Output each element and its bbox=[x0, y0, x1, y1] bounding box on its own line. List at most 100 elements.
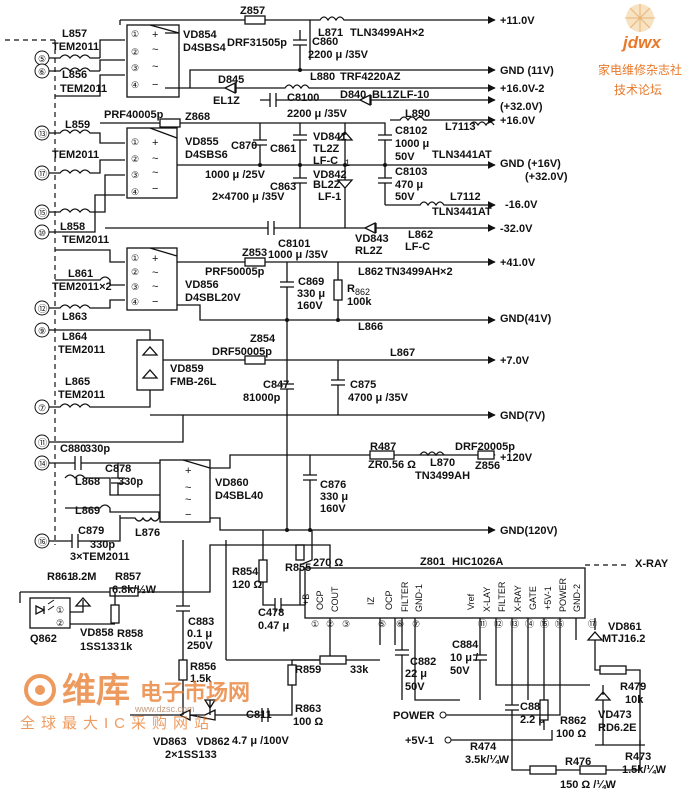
svg-text:TEM2011: TEM2011 bbox=[52, 149, 99, 161]
svg-text:⑩: ⑩ bbox=[38, 228, 46, 238]
svg-text:+B: +B bbox=[301, 594, 311, 605]
svg-text:VD841: VD841 bbox=[313, 131, 347, 143]
svg-text:8.2M: 8.2M bbox=[72, 571, 96, 583]
svg-text:家电维修杂志社: 家电维修杂志社 bbox=[598, 62, 682, 77]
svg-text:330 μ: 330 μ bbox=[320, 491, 348, 503]
pin-12: ⑫ bbox=[34, 300, 50, 316]
svg-text:③: ③ bbox=[131, 63, 139, 73]
svg-text:C869: C869 bbox=[298, 276, 324, 288]
svg-text:+41.0V: +41.0V bbox=[500, 257, 536, 269]
svg-text:470 μ: 470 μ bbox=[395, 179, 423, 191]
pin-10: ⑩ bbox=[34, 224, 50, 240]
svg-text:~: ~ bbox=[152, 153, 158, 165]
svg-text:X-RAY: X-RAY bbox=[635, 558, 669, 570]
svg-text:C478: C478 bbox=[258, 607, 284, 619]
svg-text:R479: R479 bbox=[620, 681, 646, 693]
svg-text:IZ: IZ bbox=[366, 596, 376, 605]
svg-text:VD856: VD856 bbox=[185, 279, 219, 291]
svg-text:④: ④ bbox=[131, 187, 139, 197]
svg-text:D4SBL40: D4SBL40 bbox=[215, 490, 263, 502]
svg-text:C8100: C8100 bbox=[287, 92, 319, 104]
svg-text:D840: D840 bbox=[340, 89, 366, 101]
svg-text:C847: C847 bbox=[263, 379, 289, 391]
svg-text:C8103: C8103 bbox=[395, 166, 427, 178]
svg-text:C861: C861 bbox=[270, 143, 296, 155]
section-16-32v: D845 EL1Z L880 TRF4220AZ +16.0V-2 C8100 … bbox=[49, 71, 568, 261]
svg-text:C870: C870 bbox=[231, 140, 257, 152]
svg-text:C883: C883 bbox=[188, 616, 214, 628]
svg-text:R861: R861 bbox=[47, 571, 73, 583]
svg-text:50V: 50V bbox=[395, 191, 415, 203]
pin-11: ⑪ bbox=[34, 434, 50, 450]
svg-text:D845: D845 bbox=[218, 74, 244, 86]
svg-text:3×TEM2011: 3×TEM2011 bbox=[70, 551, 130, 563]
svg-text:jdwx: jdwx bbox=[621, 33, 662, 52]
svg-text:③: ③ bbox=[131, 282, 139, 292]
pin-6: ⑥ bbox=[34, 63, 50, 79]
svg-text:120 Ω: 120 Ω bbox=[232, 579, 262, 591]
svg-text:862: 862 bbox=[355, 287, 370, 297]
svg-text:R863: R863 bbox=[295, 703, 321, 715]
svg-text:技术论坛: 技术论坛 bbox=[614, 83, 662, 97]
svg-text:L861: L861 bbox=[68, 268, 93, 280]
svg-text:⑤: ⑤ bbox=[38, 54, 46, 64]
svg-text:①: ① bbox=[131, 253, 139, 263]
svg-text:TEM2011×2: TEM2011×2 bbox=[52, 281, 112, 293]
svg-text:⑮: ⑮ bbox=[38, 208, 47, 218]
svg-text:C882: C882 bbox=[410, 656, 436, 668]
svg-text:③: ③ bbox=[131, 170, 139, 180]
svg-text:(+32.0V): (+32.0V) bbox=[525, 171, 568, 183]
svg-text:R854: R854 bbox=[232, 566, 259, 578]
svg-text:1: 1 bbox=[345, 158, 350, 168]
svg-text:330 μ: 330 μ bbox=[297, 288, 325, 300]
svg-text:VD861: VD861 bbox=[608, 621, 642, 633]
svg-text:维库: 维库 bbox=[62, 672, 130, 710]
svg-text:VD842: VD842 bbox=[313, 169, 347, 181]
svg-text:④: ④ bbox=[131, 80, 139, 90]
svg-text:VD473: VD473 bbox=[598, 709, 632, 721]
svg-text:OCP: OCP bbox=[384, 590, 394, 610]
svg-text:R855: R855 bbox=[285, 562, 311, 574]
svg-text:⑬: ⑬ bbox=[38, 129, 47, 139]
svg-text:TLN3499AH×2: TLN3499AH×2 bbox=[350, 27, 424, 39]
svg-text:Vref: Vref bbox=[466, 593, 476, 610]
svg-text:~: ~ bbox=[152, 281, 158, 293]
svg-text:3.5k/¼W: 3.5k/¼W bbox=[465, 754, 510, 766]
svg-text:HIC1026A: HIC1026A bbox=[452, 556, 503, 568]
svg-text:R858: R858 bbox=[117, 628, 143, 640]
section-7v: L864 TEM2011 L865 TEM2011 VD859 FMB-26L … bbox=[49, 320, 546, 530]
svg-text:2×1SS133: 2×1SS133 bbox=[165, 749, 217, 761]
svg-text:~: ~ bbox=[185, 494, 191, 506]
svg-text:+11.0V: +11.0V bbox=[500, 15, 535, 27]
svg-text:330p: 330p bbox=[85, 443, 110, 455]
svg-text:4.7 μ /100V: 4.7 μ /100V bbox=[232, 735, 290, 747]
svg-text:160V: 160V bbox=[320, 503, 346, 515]
svg-text:+16.0V: +16.0V bbox=[500, 115, 536, 127]
svg-text:2.2 μ: 2.2 μ bbox=[520, 714, 545, 726]
svg-text:GND(120V): GND(120V) bbox=[500, 525, 558, 537]
svg-text:⑭: ⑭ bbox=[525, 619, 534, 629]
svg-text:Z854: Z854 bbox=[250, 333, 276, 345]
svg-text:DRF20005p: DRF20005p bbox=[455, 441, 515, 453]
section-41v: L861 TEM2011×2 L863 ① ② ③ ④ + ~ ~ − VD85… bbox=[49, 247, 552, 333]
svg-text:①: ① bbox=[56, 605, 64, 615]
svg-text:0.1 μ: 0.1 μ bbox=[187, 628, 212, 640]
svg-text:⑯: ⑯ bbox=[38, 537, 47, 547]
svg-text:C875: C875 bbox=[350, 379, 376, 391]
svg-text:100 Ω: 100 Ω bbox=[293, 716, 323, 728]
svg-text:81000p: 81000p bbox=[243, 392, 281, 404]
pin-16: ⑯ bbox=[34, 533, 50, 549]
svg-text:电子市场网: 电子市场网 bbox=[140, 680, 250, 705]
svg-text:②: ② bbox=[131, 267, 139, 277]
svg-text:+: + bbox=[152, 29, 158, 41]
svg-text:TEM2011: TEM2011 bbox=[58, 344, 105, 356]
svg-text:Z868: Z868 bbox=[185, 111, 210, 123]
svg-text:L858: L858 bbox=[60, 221, 85, 233]
svg-text:L868: L868 bbox=[75, 476, 100, 488]
svg-text:TEM2011: TEM2011 bbox=[58, 389, 105, 401]
svg-text:VD858: VD858 bbox=[80, 627, 114, 639]
svg-text:1k: 1k bbox=[120, 641, 133, 653]
svg-text:OCP: OCP bbox=[315, 590, 325, 610]
svg-text:①: ① bbox=[131, 29, 139, 39]
svg-text:L870: L870 bbox=[430, 457, 455, 469]
